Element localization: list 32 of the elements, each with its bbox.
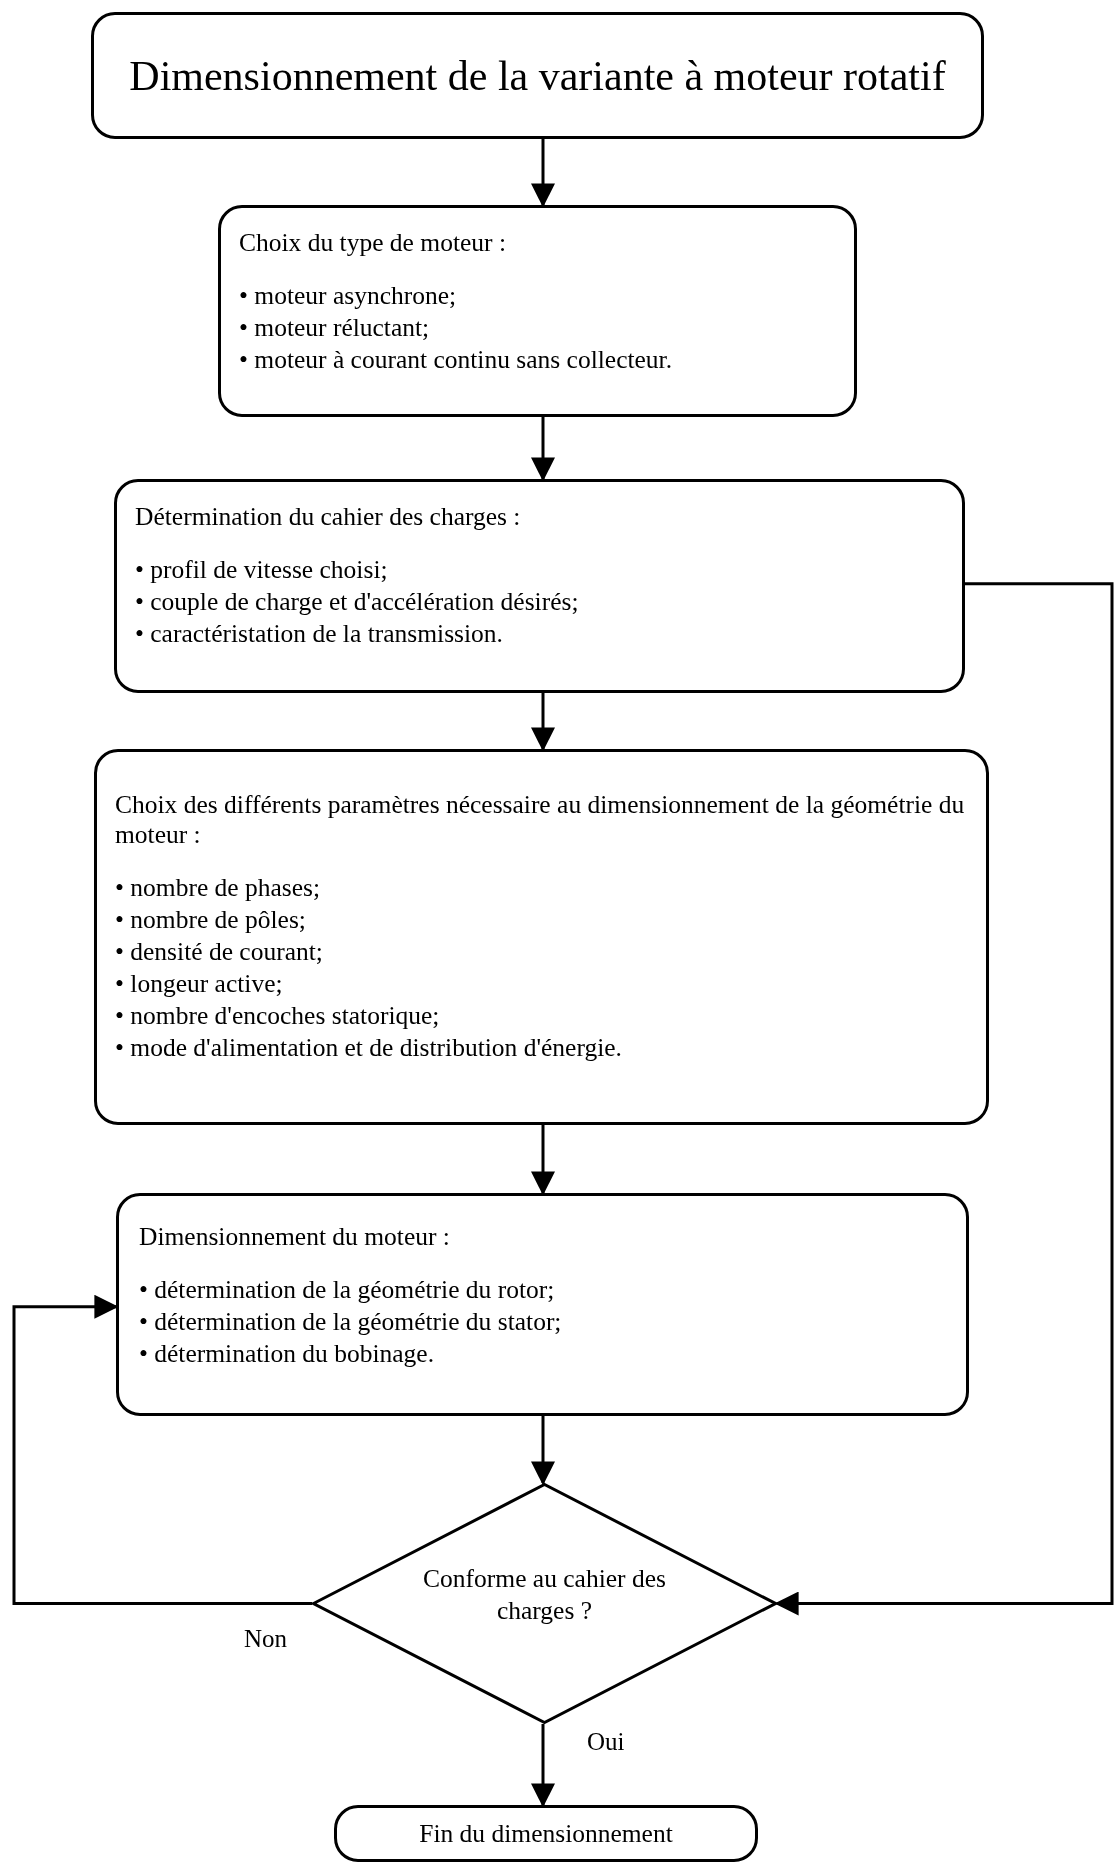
list-item: • moteur asynchrone; — [239, 280, 458, 312]
list-item: • moteur réluctant; — [239, 312, 431, 344]
process-box — [116, 1193, 969, 1416]
process-box — [114, 479, 965, 693]
arrow — [774, 582, 1114, 1616]
list-item: • détermination du bobinage. — [139, 1338, 436, 1370]
list-item: • profil de vitesse choisi; — [135, 554, 389, 586]
list-item: • couple de charge et d'accélération désirés; — [135, 586, 580, 618]
process-box — [94, 749, 989, 1125]
box-text: Fin du dimensionnement — [418, 1819, 674, 1848]
list-item: • nombre de pôles; — [115, 904, 307, 936]
box-heading: Détermination du cahier des charges : — [135, 502, 522, 532]
list-item: • longeur active; — [115, 968, 284, 1000]
list-item: • moteur à courant continu sans collecteur. — [239, 344, 674, 376]
box-heading: Choix des différents paramètres nécessaire au dimensionnement de la géométrie du moteur : — [115, 790, 966, 850]
arrow — [12, 1294, 312, 1605]
list-item: • densité de courant; — [115, 936, 324, 968]
list-item: • nombre d'encoches statorique; — [115, 1000, 441, 1032]
decision-text: Conforme au cahier des charges ? — [422, 1563, 667, 1627]
list-item: • détermination de la géométrie du rotor; — [139, 1274, 556, 1306]
process-box — [218, 205, 857, 417]
decision-diamond — [312, 1483, 777, 1724]
list-item: • mode d'alimentation et de distribution d'énergie. — [115, 1032, 623, 1064]
list-item: • caractéristation de la transmission. — [135, 618, 504, 650]
box-heading: Choix du type de moteur : — [239, 228, 507, 258]
arrow — [531, 1416, 555, 1486]
title-text: Dimensionnement de la variante à moteur rotatif — [128, 53, 947, 98]
list-item: • détermination de la géométrie du stator; — [139, 1306, 563, 1338]
box-heading: Dimensionnement du moteur : — [139, 1222, 451, 1252]
terminal-box — [334, 1805, 758, 1862]
list-item: • nombre de phases; — [115, 872, 322, 904]
title-box — [91, 12, 984, 139]
